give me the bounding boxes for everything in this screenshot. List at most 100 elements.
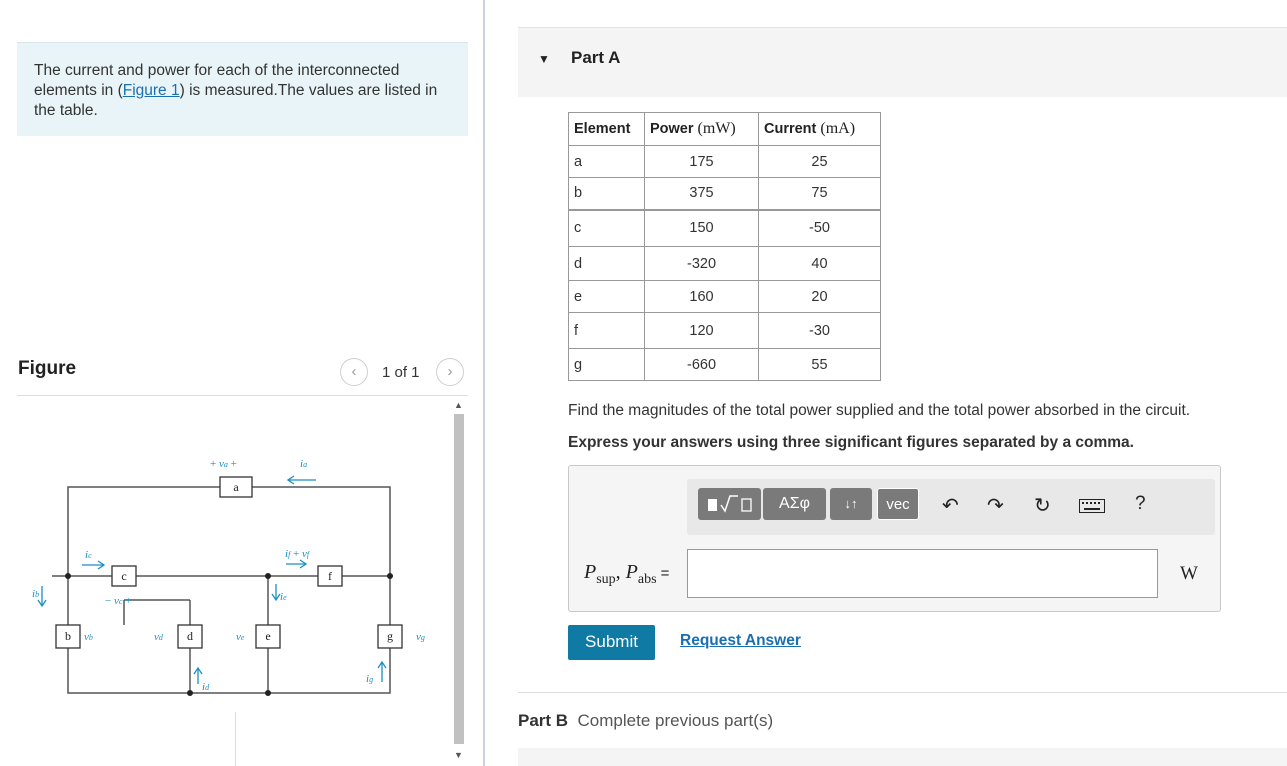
voltage-current-labels: + va + ia ic if + vf − vc + ib vb vd ve … bbox=[32, 458, 425, 693]
svg-text:if + vf: if + vf bbox=[285, 548, 311, 560]
svg-text:ig: ig bbox=[366, 673, 373, 685]
cell-element: g bbox=[568, 348, 645, 381]
answer-label: Psup, Pabs= bbox=[584, 561, 670, 587]
answer-input[interactable] bbox=[687, 549, 1158, 598]
intro-text-start: The current and power for each of the in… bbox=[34, 62, 400, 99]
element-a-label: a bbox=[233, 480, 239, 494]
svg-text:ib: ib bbox=[32, 588, 39, 600]
svg-text:ve: ve bbox=[236, 631, 245, 643]
chevron-left-icon: ‹ bbox=[351, 363, 357, 380]
cell-element: d bbox=[568, 246, 645, 281]
header-power: Power (mW) bbox=[644, 112, 759, 146]
scroll-thumb[interactable] bbox=[454, 414, 464, 744]
request-answer-link[interactable]: Request Answer bbox=[680, 632, 801, 649]
svg-text:vg: vg bbox=[416, 631, 425, 643]
cell-power: 160 bbox=[644, 280, 759, 313]
instruction-text: Express your answers using three signifi… bbox=[568, 434, 1134, 451]
cell-current: 20 bbox=[758, 280, 881, 313]
caret-down-icon[interactable]: ▼ bbox=[538, 52, 550, 66]
reset-icon[interactable]: ↻ bbox=[1034, 495, 1051, 517]
chevron-right-icon: › bbox=[447, 363, 453, 380]
figure-scrollbar[interactable]: ▲ ▼ bbox=[452, 400, 466, 760]
cell-element: b bbox=[568, 177, 645, 210]
problem-intro: The current and power for each of the in… bbox=[17, 42, 468, 136]
cell-current: 55 bbox=[758, 348, 881, 381]
header-element: Element bbox=[568, 112, 645, 146]
undo-icon[interactable]: ↶ bbox=[942, 495, 959, 517]
figure-title: Figure bbox=[18, 358, 77, 379]
circuit-figure: a b c d e f g + va + ia ic if + vf − vc … bbox=[30, 450, 450, 710]
pane-divider[interactable] bbox=[483, 0, 485, 766]
cell-current: 75 bbox=[758, 177, 881, 210]
table-header-row: Element Power (mW) Current (mA) bbox=[568, 112, 881, 146]
svg-text:− vc +: − vc + bbox=[105, 595, 131, 607]
svg-text:vd: vd bbox=[154, 631, 164, 643]
part-a-header[interactable]: ▼ Part A bbox=[518, 27, 1287, 97]
arrows-button[interactable]: ↓↑ bbox=[830, 488, 872, 520]
svg-text:id: id bbox=[202, 681, 210, 693]
element-d-label: d bbox=[187, 629, 193, 643]
answer-unit: W bbox=[1180, 563, 1198, 584]
cell-element: a bbox=[568, 145, 645, 178]
cell-power: 375 bbox=[644, 177, 759, 210]
redo-icon[interactable]: ↷ bbox=[987, 495, 1004, 517]
templates-button[interactable] bbox=[698, 488, 761, 520]
greek-symbols-button[interactable]: ΑΣφ bbox=[763, 488, 826, 520]
vector-button[interactable]: vec bbox=[877, 488, 919, 520]
figure-link[interactable]: Figure 1 bbox=[122, 82, 180, 99]
cell-power: 175 bbox=[644, 145, 759, 178]
cell-element: e bbox=[568, 280, 645, 313]
element-f-label: f bbox=[328, 569, 332, 583]
circuit-wires bbox=[52, 486, 391, 694]
svg-text:vb: vb bbox=[84, 631, 93, 643]
svg-text:+ va +: + va + bbox=[210, 458, 237, 470]
answer-panel: ΑΣφ ↓↑ vec ↶ ↷ ↻ ? Psup, Pabs= W bbox=[568, 465, 1221, 612]
element-c-label: c bbox=[121, 569, 126, 583]
svg-text:ic: ic bbox=[85, 549, 92, 561]
next-figure-button[interactable]: › bbox=[436, 358, 464, 386]
cell-power: -660 bbox=[644, 348, 759, 381]
circuit-diagram: a b c d e f g + va + ia ic if + vf − vc … bbox=[32, 458, 425, 696]
cell-power: 150 bbox=[644, 209, 759, 247]
current-arrows bbox=[37, 475, 387, 684]
part-b-header: Part B Complete previous part(s) bbox=[518, 711, 773, 731]
question-text: Find the magnitudes of the total power s… bbox=[568, 402, 1191, 419]
help-button[interactable]: ? bbox=[1135, 493, 1146, 514]
cell-current: -30 bbox=[758, 312, 881, 349]
previous-figure-button[interactable]: ‹ bbox=[340, 358, 368, 386]
figure-header: Figure ‹ 1 of 1 › bbox=[17, 356, 468, 396]
intro-text-end: ) is measured.The values are listed in t… bbox=[34, 82, 438, 119]
part-a-title: Part A bbox=[571, 48, 621, 67]
cell-element: c bbox=[568, 209, 645, 247]
figure-pager-label: 1 of 1 bbox=[382, 364, 420, 381]
header-current: Current (mA) bbox=[758, 112, 881, 146]
math-toolbar: ΑΣφ ↓↑ vec ↶ ↷ ↻ ? bbox=[687, 479, 1215, 535]
cell-current: 25 bbox=[758, 145, 881, 178]
part-b-title: Part B bbox=[518, 711, 569, 730]
scroll-down-arrow-icon[interactable]: ▼ bbox=[454, 750, 463, 760]
svg-text:ie: ie bbox=[280, 591, 287, 603]
figure-footer bbox=[235, 712, 450, 766]
part-b-bar bbox=[518, 748, 1287, 766]
element-boxes bbox=[55, 476, 403, 649]
cell-current: 40 bbox=[758, 246, 881, 281]
part-b-status: Complete previous part(s) bbox=[577, 711, 774, 730]
element-b-label: b bbox=[65, 629, 71, 643]
fraction-radical-template-icon bbox=[707, 495, 752, 513]
cell-power: 120 bbox=[644, 312, 759, 349]
svg-text:ia: ia bbox=[300, 458, 307, 470]
submit-button[interactable]: Submit bbox=[568, 625, 655, 660]
cell-element: f bbox=[568, 312, 645, 349]
keyboard-icon[interactable] bbox=[1079, 496, 1105, 519]
part-separator bbox=[518, 692, 1287, 693]
scroll-up-arrow-icon[interactable]: ▲ bbox=[454, 400, 463, 410]
cell-power: -320 bbox=[644, 246, 759, 281]
